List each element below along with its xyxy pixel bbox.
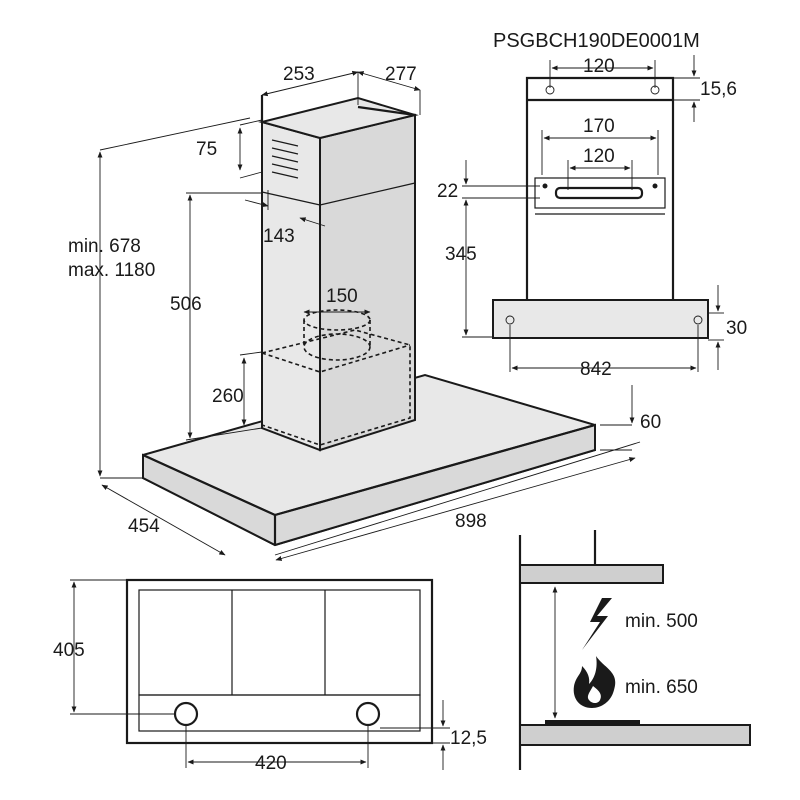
dim-canopy-width: 898 [455, 511, 487, 532]
lamp-left [173, 701, 199, 727]
chimney-duct [258, 95, 419, 452]
clearance-electric: min. 500 [625, 611, 698, 632]
hood-shelf [519, 564, 664, 584]
bottom-view: 405 420 12,5 [53, 578, 487, 774]
dim-bottom-offset: 30 [726, 318, 747, 339]
dim-bottom-hole-spacing: 842 [580, 359, 612, 380]
main-view: 253 277 75 143 min. 678 max. 1180 506 15… [68, 64, 661, 561]
dim-top-offset: 75 [196, 139, 217, 160]
dim-top-bracket-height: 15,6 [700, 79, 737, 100]
dim-canopy-depth: 454 [128, 516, 160, 537]
bracket-view: PSGBCH190DE0001M 120 15,6 170 120 [437, 30, 747, 380]
dim-box-height: 260 [212, 386, 244, 407]
dim-canopy-thickness: 60 [640, 412, 661, 433]
dim-outlet-diameter: 150 [326, 286, 358, 307]
dim-chimney-width: 277 [385, 64, 417, 85]
lamp-right [355, 701, 381, 727]
dim-total-height-max: max. 1180 [68, 260, 155, 281]
clearance-gas: min. 650 [625, 677, 698, 698]
dim-depth: 405 [53, 640, 85, 661]
dim-bracket-hole-spacing: 120 [583, 146, 615, 167]
clearance-view: min. 500 min. 650 [518, 530, 751, 770]
model-code: PSGBCH190DE0001M [493, 30, 700, 52]
dim-lamp-offset: 12,5 [450, 728, 487, 749]
dim-lamp-spacing: 420 [255, 753, 287, 774]
flame-icon [573, 656, 616, 708]
dim-bracket-drop: 345 [445, 244, 477, 265]
vent-grille [271, 139, 299, 179]
dim-bracket-width: 170 [583, 116, 615, 137]
lightning-icon [582, 598, 612, 650]
dim-vent-offset: 143 [263, 226, 295, 247]
dim-top-hole-spacing: 120 [583, 56, 615, 77]
hob-surface [519, 724, 751, 746]
dim-duct-height: 506 [170, 294, 202, 315]
dim-total-height-min: min. 678 [68, 236, 141, 257]
dim-bracket-height: 22 [437, 181, 458, 202]
dim-chimney-depth: 253 [283, 64, 315, 85]
